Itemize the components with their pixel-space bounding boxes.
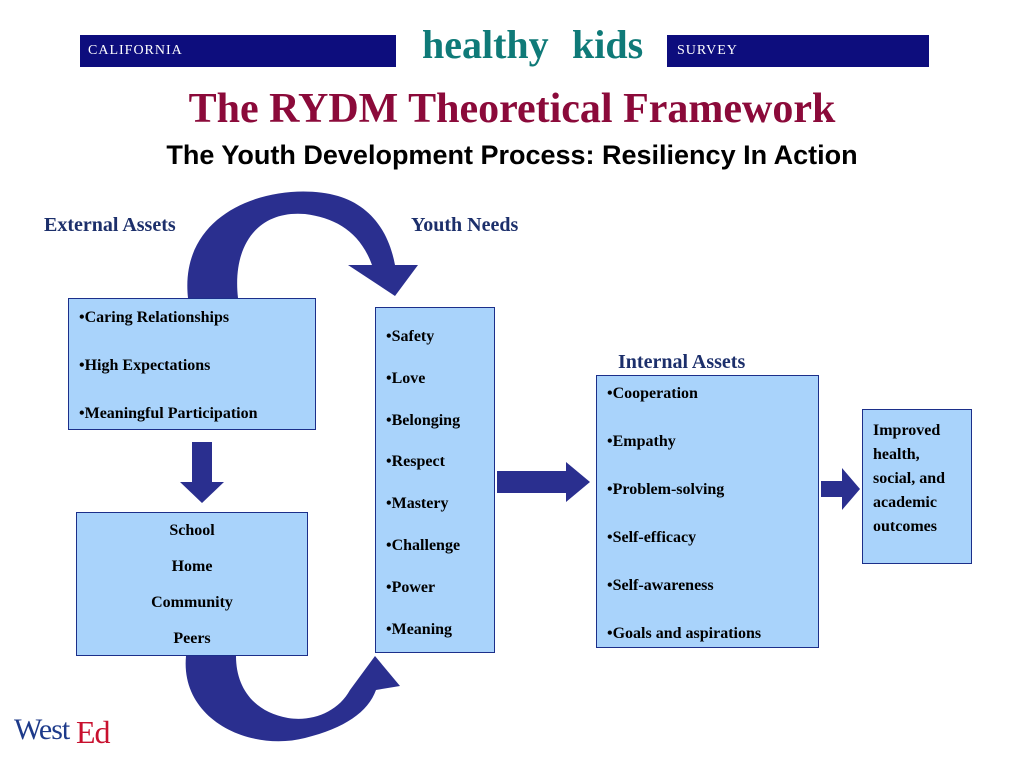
outcomes-box: Improved health, social, and academic ou…: [862, 409, 972, 564]
logo-word-healthy: healthy: [422, 22, 549, 67]
wested-logo: West Ed: [14, 713, 112, 749]
list-item: •Problem-solving: [607, 481, 725, 498]
list-item: Community: [151, 594, 233, 611]
list-item: •Self-awareness: [607, 577, 714, 594]
list-item: •Goals and aspirations: [607, 625, 762, 642]
list-item: •Caring Relationships: [79, 309, 230, 326]
youth-needs-list: •Safety •Love •Belonging •Respect •Maste…: [386, 327, 494, 661]
list-item: •Meaning: [386, 620, 453, 638]
list-item: •Respect: [386, 453, 445, 471]
external-assets-label: External Assets: [44, 214, 176, 236]
list-item: Home: [171, 558, 213, 575]
wested-logo-ed: Ed: [76, 714, 111, 749]
list-item: •Self-efficacy: [607, 529, 697, 546]
bottom-curved-arrow: [185, 656, 400, 742]
internal-assets-list: •Cooperation •Empathy •Problem-solving •…: [607, 384, 818, 672]
external-assets-list: •Caring Relationships •High Expectations…: [79, 308, 315, 452]
survey-banner-text: SURVEY: [677, 43, 738, 58]
right-arrow-internal-to-outcomes: [821, 468, 860, 510]
right-arrow-needs-to-internal: [497, 462, 590, 502]
survey-banner: SURVEY: [667, 35, 929, 67]
settings-list: School Home Community Peers: [77, 521, 307, 665]
logo-word-kids: kids: [572, 22, 643, 67]
wested-logo-west: West: [14, 713, 71, 746]
list-item: •Empathy: [607, 433, 676, 450]
top-curved-arrow: [187, 191, 418, 298]
outcomes-text: Improved health, social, and academic ou…: [873, 422, 946, 535]
list-item: •Mastery: [386, 495, 449, 513]
page-title: The RYDM Theoretical Framework: [188, 86, 836, 132]
list-item: •Challenge: [386, 536, 461, 554]
healthy-kids-logo: healthy kids: [422, 22, 643, 67]
youth-needs-label: Youth Needs: [411, 214, 519, 236]
list-item: •Cooperation: [607, 385, 698, 402]
california-banner-text: CALIFORNIA: [88, 43, 183, 58]
page-subtitle: The Youth Development Process: Resilienc…: [166, 140, 858, 170]
youth-needs-box: •Safety •Love •Belonging •Respect •Maste…: [375, 307, 495, 653]
internal-assets-box: •Cooperation •Empathy •Problem-solving •…: [596, 375, 819, 648]
list-item: •Safety: [386, 328, 435, 345]
internal-assets-label: Internal Assets: [618, 351, 746, 373]
external-assets-box: •Caring Relationships •High Expectations…: [68, 298, 316, 430]
settings-box: School Home Community Peers: [76, 512, 308, 656]
list-item: •Love: [386, 369, 426, 387]
list-item: Peers: [173, 630, 211, 647]
list-item: •Power: [386, 578, 436, 596]
list-item: •Meaningful Participation: [79, 405, 258, 422]
down-arrow: [180, 442, 224, 503]
list-item: •High Expectations: [79, 357, 211, 374]
california-banner: CALIFORNIA: [80, 35, 396, 67]
list-item: •Belonging: [386, 411, 461, 429]
list-item: School: [169, 522, 215, 539]
